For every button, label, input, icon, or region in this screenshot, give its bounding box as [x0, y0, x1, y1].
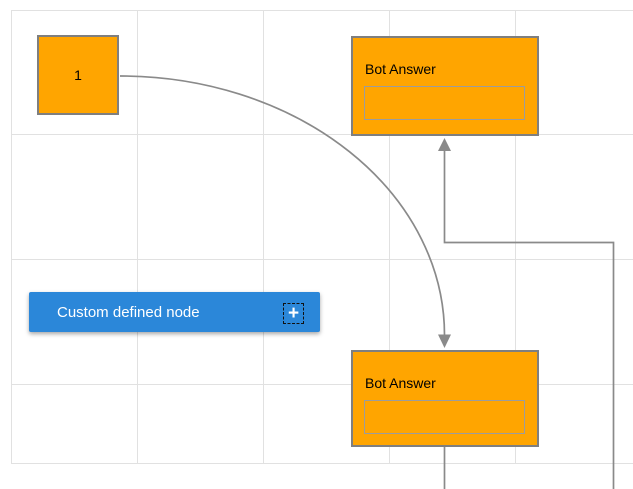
start-node[interactable]: 1 [37, 35, 119, 115]
connector-curve-path[interactable] [119, 75, 446, 336]
custom-node-label: Custom defined node [57, 303, 200, 321]
connector-elbow-path[interactable] [443, 151, 615, 489]
connector-elbow-to-top-node[interactable] [438, 138, 615, 489]
arrowhead-down-icon [438, 334, 451, 348]
plus-icon[interactable]: + [283, 303, 304, 324]
connector-curve-start-to-bottom-node[interactable] [119, 75, 451, 348]
arrowhead-up-icon [438, 138, 451, 151]
bot-answer-input-box[interactable] [364, 86, 525, 120]
custom-defined-node[interactable]: Custom defined node + [29, 292, 320, 332]
bot-answer-title: Bot Answer [365, 61, 436, 77]
bot-answer-node-top[interactable]: Bot Answer [351, 36, 539, 136]
bot-answer-title: Bot Answer [365, 375, 436, 391]
bot-answer-node-bottom[interactable]: Bot Answer [351, 350, 539, 447]
start-node-label: 1 [74, 67, 82, 83]
bot-answer-input-box[interactable] [364, 400, 525, 434]
